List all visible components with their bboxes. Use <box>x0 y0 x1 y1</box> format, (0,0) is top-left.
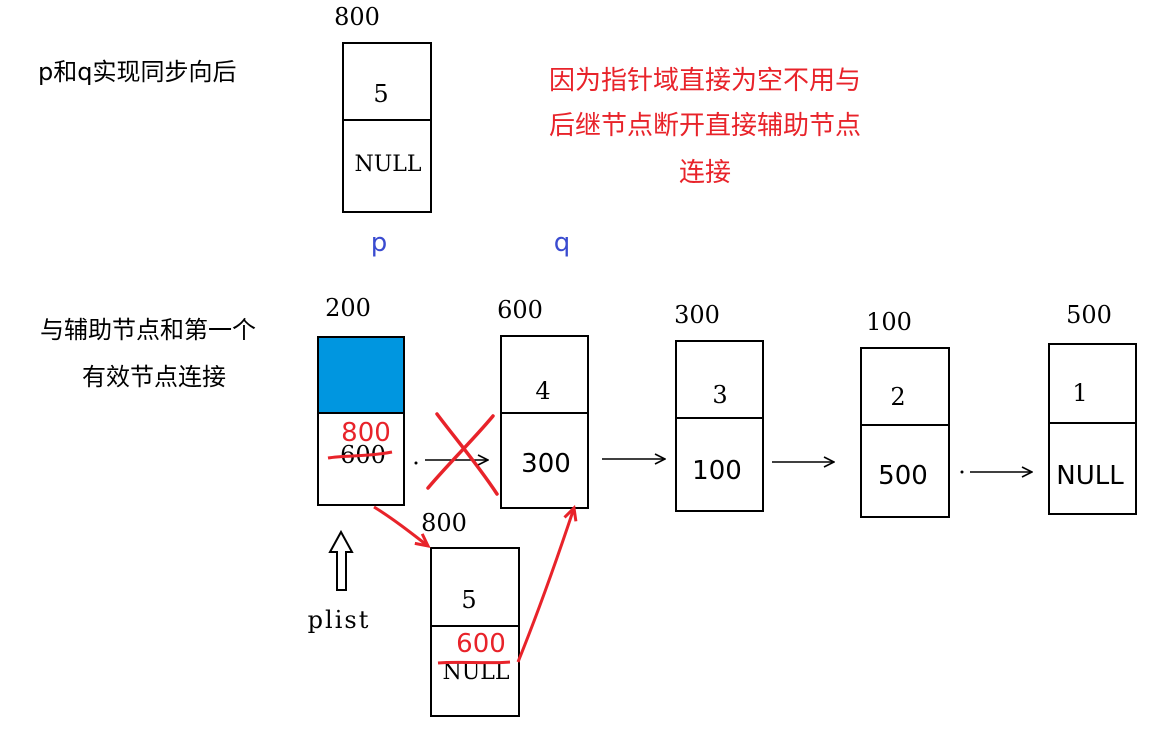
top-node-addr: 800 <box>334 3 380 31</box>
plist-pointer: plist <box>308 529 371 634</box>
top-label: p和q实现同步向后 <box>38 58 236 86</box>
chain-node-addr: 500 <box>1066 301 1112 329</box>
chain-node-addr: 600 <box>497 296 543 324</box>
pointer-p: p <box>371 228 388 258</box>
chain-node-300: 300 3 100 <box>674 301 764 512</box>
head-node: 200 600 800 <box>317 294 405 506</box>
top-node-next: NULL <box>354 152 421 177</box>
chain-node-addr: 100 <box>866 308 912 336</box>
new-node-new-next: 600 <box>456 629 506 659</box>
chain-node-next: 500 <box>878 461 928 491</box>
chain-node-600: 600 4 300 <box>497 296 589 509</box>
head-node-new-next: 800 <box>341 418 391 448</box>
note-line3: 连接 <box>679 158 731 188</box>
pointer-q: q <box>554 228 571 258</box>
chain-node-next: 300 <box>521 449 571 479</box>
chain-node-data: 4 <box>535 377 550 405</box>
head-node-data-fill <box>319 338 403 413</box>
note-line1: 因为指针域直接为空不用与 <box>549 66 861 96</box>
top-node: 800 5 NULL <box>334 3 432 213</box>
bottom-label-line1: 与辅助节点和第一个 <box>40 316 256 344</box>
new-node-data: 5 <box>461 586 476 614</box>
bottom-label-line2: 有效节点连接 <box>82 363 226 391</box>
plist-label: plist <box>308 606 371 634</box>
new-node-old-next: NULL <box>442 660 509 685</box>
chain-node-data: 2 <box>890 383 905 411</box>
up-arrow-icon <box>328 529 354 591</box>
cross-out-icon <box>426 412 499 496</box>
note-line2: 后继节点断开直接辅助节点 <box>549 111 861 141</box>
head-node-addr: 200 <box>325 294 371 322</box>
chain-node-100: 100 2 500 <box>860 308 950 518</box>
chain-node-data: 1 <box>1072 379 1087 407</box>
chain-node-next: NULL <box>1056 461 1124 491</box>
relink-arrow-head-to-new <box>373 505 428 546</box>
chain-node-addr: 300 <box>674 301 720 329</box>
chain-node-next: 100 <box>692 456 742 486</box>
new-node-addr: 800 <box>421 509 467 537</box>
new-node: 800 5 NULL 600 <box>421 509 520 717</box>
chain-node-500: 500 1 NULL <box>1048 301 1137 515</box>
chain-node-data: 3 <box>712 381 727 409</box>
relink-arrow-new-to-600 <box>516 508 574 663</box>
top-node-data: 5 <box>373 80 388 108</box>
